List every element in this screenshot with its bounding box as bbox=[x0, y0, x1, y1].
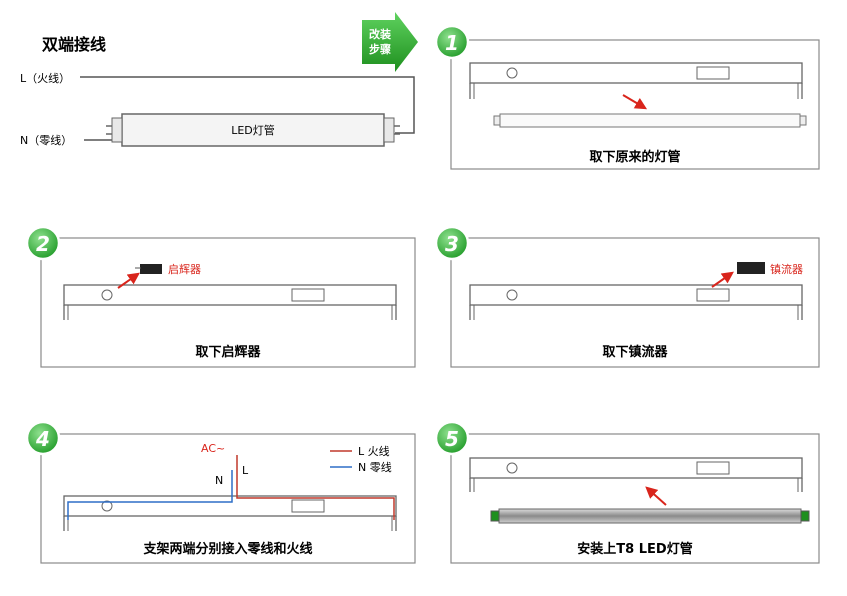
step-caption: 安装上T8 LED灯管 bbox=[577, 541, 692, 557]
tube-end-cap-left bbox=[111, 117, 123, 143]
removed-tube bbox=[493, 113, 807, 128]
step-1-panel: 1 取下原来的灯管 bbox=[434, 24, 820, 170]
step-caption: 取下镇流器 bbox=[602, 344, 668, 360]
tube-end-cap-right bbox=[383, 117, 395, 143]
remove-arrow bbox=[711, 271, 734, 288]
legend-neutral: N 零线 bbox=[358, 460, 392, 474]
legend-live: L 火线 bbox=[358, 444, 390, 458]
ac-label: AC~ bbox=[201, 442, 225, 455]
step-number-badge bbox=[25, 225, 61, 261]
fixture bbox=[63, 495, 397, 531]
wire-legend: L 火线 N 零线 bbox=[330, 444, 392, 474]
n-label: N bbox=[215, 474, 223, 487]
step-number-badge bbox=[434, 225, 470, 261]
green-arrow-icon bbox=[362, 12, 418, 72]
fixture bbox=[469, 284, 803, 320]
svg-text:步骤: 步骤 bbox=[369, 42, 391, 56]
step-caption: 取下原来的灯管 bbox=[589, 149, 680, 165]
wiring-section: 双端接线 L（火线） N（零线） LED灯管 bbox=[20, 35, 415, 147]
remove-arrow bbox=[622, 94, 648, 110]
retrofit-steps-arrow: 改装 步骤 bbox=[362, 12, 418, 72]
fixture bbox=[469, 457, 803, 492]
section-title: 双端接线 bbox=[42, 35, 106, 54]
svg-text:5: 5 bbox=[445, 427, 459, 451]
live-wire-label: L（火线） bbox=[20, 71, 70, 85]
step-3-panel: 3 镇流器 取下镇流器 bbox=[434, 225, 820, 368]
step-caption: 支架两端分别接入零线和火线 bbox=[142, 541, 312, 557]
live-wire bbox=[80, 76, 415, 134]
svg-text:2: 2 bbox=[36, 232, 50, 256]
step-number-badge bbox=[434, 420, 470, 456]
l-label: L bbox=[242, 464, 249, 477]
starter-label: 启辉器 bbox=[168, 263, 201, 276]
svg-text:1: 1 bbox=[445, 31, 459, 55]
svg-text:3: 3 bbox=[445, 232, 459, 256]
tube-label: LED灯管 bbox=[231, 123, 275, 137]
step-caption: 取下启辉器 bbox=[195, 344, 261, 360]
ballast-component bbox=[737, 262, 765, 274]
install-arrow bbox=[645, 486, 667, 506]
live-wire bbox=[236, 455, 395, 520]
neutral-wire-label: N（零线） bbox=[20, 133, 72, 147]
t8-led-tube bbox=[490, 508, 810, 524]
fixture bbox=[63, 284, 397, 320]
starter-component bbox=[140, 264, 162, 274]
step-4-panel: 4 AC~ L N L 火线 N 零线 支架两端分别接入零线和火线 bbox=[25, 420, 416, 564]
ballast-label: 镇流器 bbox=[770, 262, 803, 276]
fixture bbox=[469, 62, 803, 99]
remove-arrow bbox=[117, 272, 140, 289]
svg-text:4: 4 bbox=[35, 427, 50, 451]
step-number-badge bbox=[25, 420, 61, 456]
step-5-panel: 5 安装上T8 LED灯管 bbox=[434, 420, 820, 564]
neutral-wire bbox=[67, 470, 233, 520]
step-2-panel: 2 启辉器 取下启辉器 bbox=[25, 225, 416, 368]
step-number-badge bbox=[434, 24, 470, 60]
svg-text:改装: 改装 bbox=[369, 27, 391, 41]
